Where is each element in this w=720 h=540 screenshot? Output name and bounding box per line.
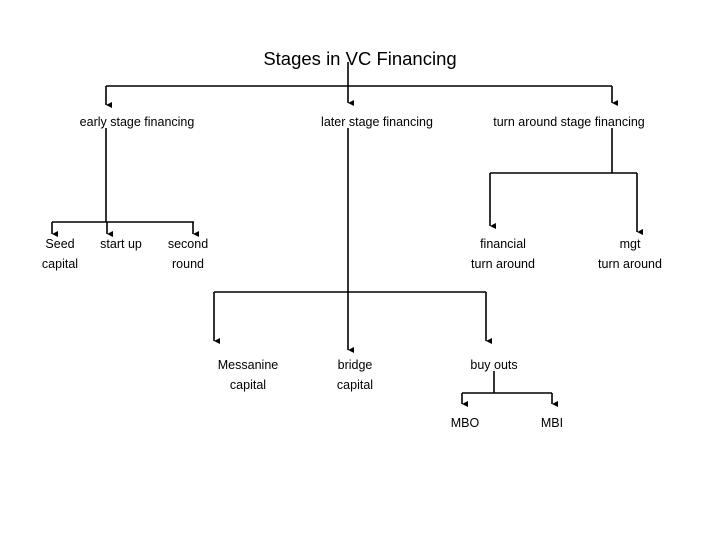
node-messanine-capital: Messanine capital — [218, 355, 278, 395]
node-mbo: MBO — [451, 413, 479, 433]
node-bridge-capital: bridge capital — [337, 355, 373, 395]
level1-connectors — [105, 62, 618, 108]
node-label-text: Messanine — [217, 358, 279, 372]
node-financial-turn-around: financial turn around — [471, 234, 535, 274]
node-label-text: start up — [100, 237, 142, 251]
node-label-text: turn around stage financing — [493, 115, 645, 129]
node-label-text: buy outs — [470, 358, 518, 372]
later-stage-connectors — [213, 128, 492, 353]
node-label-text: mgt — [619, 237, 641, 251]
node-seed-capital: Seed capital — [42, 234, 78, 274]
node-label-text: Seed — [45, 237, 75, 251]
node-turn-around-stage-financing: turn around stage financing — [493, 112, 645, 132]
node-start-up: start up — [100, 234, 142, 254]
node-label-text-line2: capital — [229, 378, 267, 392]
early-stage-connectors — [51, 128, 199, 237]
node-label-text: second — [167, 237, 209, 251]
page-title: Stages in VC Financing — [263, 48, 457, 69]
node-label-text-line2: turn around — [471, 257, 535, 271]
node-label-text-line2: capital — [336, 378, 374, 392]
node-early-stage-financing: early stage financing — [80, 112, 195, 132]
node-buy-outs: buy outs — [470, 355, 517, 375]
node-label-text: early stage financing — [79, 115, 195, 129]
node-mgt-turn-around: mgt turn around — [598, 234, 662, 274]
node-label-text: later stage financing — [321, 115, 433, 129]
turn-around-stage-connectors — [489, 128, 643, 235]
node-label-text: financial — [480, 237, 526, 251]
node-label-text-line2: turn around — [598, 257, 662, 271]
node-label-text: MBO — [450, 416, 480, 430]
node-label-text: MBI — [540, 416, 564, 430]
node-second-round: second round — [168, 234, 208, 274]
buy-outs-connectors — [461, 371, 558, 407]
node-later-stage-financing: later stage financing — [321, 112, 433, 132]
node-label-text: bridge — [337, 358, 373, 372]
node-mbi: MBI — [541, 413, 563, 433]
node-label-text-line2: round — [172, 257, 204, 271]
node-label-text-line2: capital — [41, 257, 79, 271]
